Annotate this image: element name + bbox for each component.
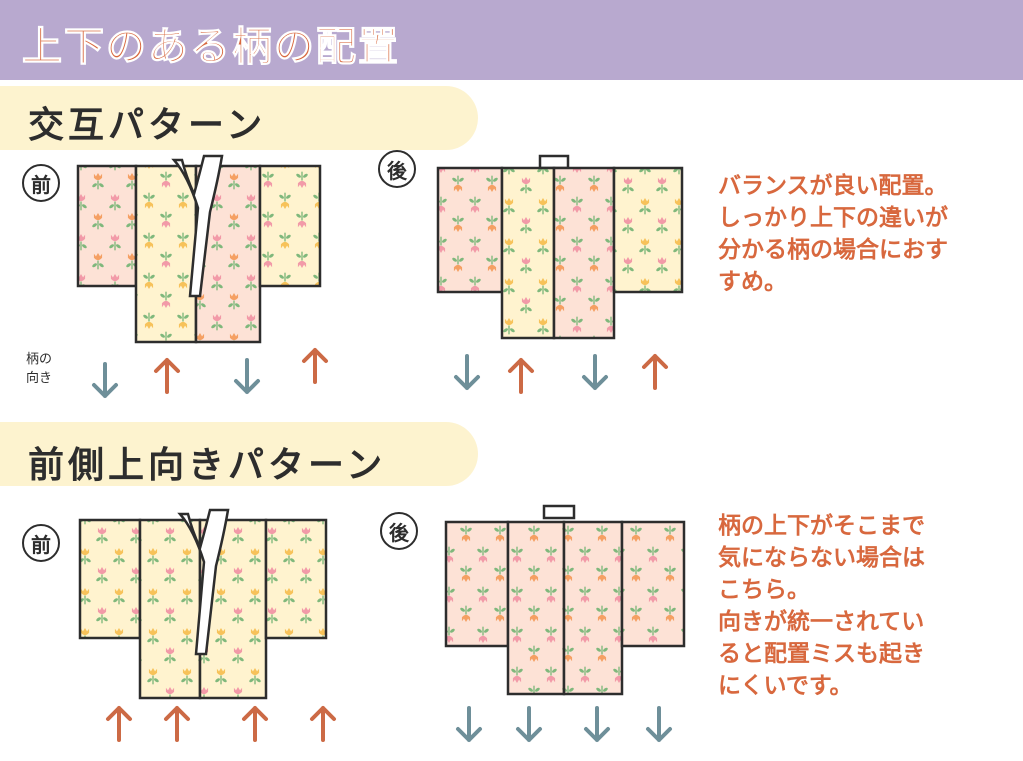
kimono-back-alternating <box>436 154 684 340</box>
arrow-down-icon <box>516 706 542 742</box>
left-back-panel-down <box>506 520 566 696</box>
section-banner-alternating <box>0 86 478 150</box>
pattern-direction-label: 柄の 向き <box>26 350 66 388</box>
description-line: バランスが良い配置。 <box>718 173 948 199</box>
arrow-up-icon <box>164 706 190 742</box>
header-bar: 上下のある柄の配置 <box>0 0 1023 80</box>
left-front-panel-down <box>134 164 198 344</box>
left-sleeve-up <box>78 518 142 640</box>
description-line: 分かる柄の場合におす <box>718 237 948 263</box>
description-line: にくいです。 <box>718 673 853 699</box>
arrow-down-icon <box>584 706 610 742</box>
right-sleeve-down <box>620 520 686 648</box>
pattern-direction-label-line-1: 柄の <box>26 352 53 367</box>
back-collar <box>542 504 576 520</box>
section-title-alternating: 交互パターン <box>28 105 267 146</box>
description-front-up: 柄の上下がそこまで 気にならない場合は こちら。 向きが統一されてい ると配置ミ… <box>718 510 1018 702</box>
arrow-down-icon <box>92 362 118 398</box>
collar <box>171 154 224 298</box>
front-label: 前 <box>22 524 60 562</box>
arrow-up-icon <box>642 354 668 390</box>
page-title: 上下のある柄の配置 <box>22 24 400 71</box>
left-back-panel-up <box>500 166 556 340</box>
arrow-down-icon <box>582 354 608 390</box>
description-line: しっかり上下の違いが <box>718 205 948 231</box>
right-sleeve-up <box>612 166 684 294</box>
description-line: ると配置ミスも起き <box>718 641 925 667</box>
section-title-front-up: 前側上向きパターン <box>28 445 387 486</box>
pattern-direction-label-line-2: 向き <box>26 371 53 386</box>
left-sleeve-down <box>444 520 510 648</box>
description-line: 向きが統一されてい <box>718 609 925 635</box>
arrow-up-icon <box>508 358 534 394</box>
arrow-down-icon <box>234 358 260 394</box>
arrow-down-icon <box>646 706 672 742</box>
description-line: すめ。 <box>718 269 787 295</box>
arrow-up-icon <box>106 706 132 742</box>
front-label: 前 <box>22 164 60 202</box>
left-front-panel-up <box>138 518 202 700</box>
description-line: こちら。 <box>718 577 810 603</box>
back-label: 後 <box>378 150 416 188</box>
kimono-front-alternating <box>76 154 322 344</box>
left-sleeve-up <box>76 164 138 288</box>
right-back-panel-down <box>552 166 616 340</box>
back-collar <box>538 154 570 170</box>
section-banner-front-up <box>0 422 478 486</box>
arrow-down-icon <box>456 706 482 742</box>
left-sleeve-down <box>436 166 504 294</box>
arrow-up-icon <box>310 706 336 742</box>
kimono-front-unified <box>78 508 328 700</box>
description-alternating: バランスが良い配置。 しっかり上下の違いが 分かる柄の場合におす すめ。 <box>718 170 1018 298</box>
right-sleeve-up <box>264 518 328 640</box>
arrow-down-icon <box>454 354 480 390</box>
back-label: 後 <box>380 512 418 550</box>
right-sleeve-down <box>258 164 322 288</box>
collar <box>177 508 230 656</box>
kimono-back-unified <box>444 504 686 696</box>
description-line: 気にならない場合は <box>718 545 925 571</box>
arrow-up-icon <box>242 706 268 742</box>
arrow-up-icon <box>302 348 328 384</box>
description-line: 柄の上下がそこまで <box>718 513 925 539</box>
right-back-panel-down <box>562 520 624 696</box>
arrow-up-icon <box>154 358 180 394</box>
